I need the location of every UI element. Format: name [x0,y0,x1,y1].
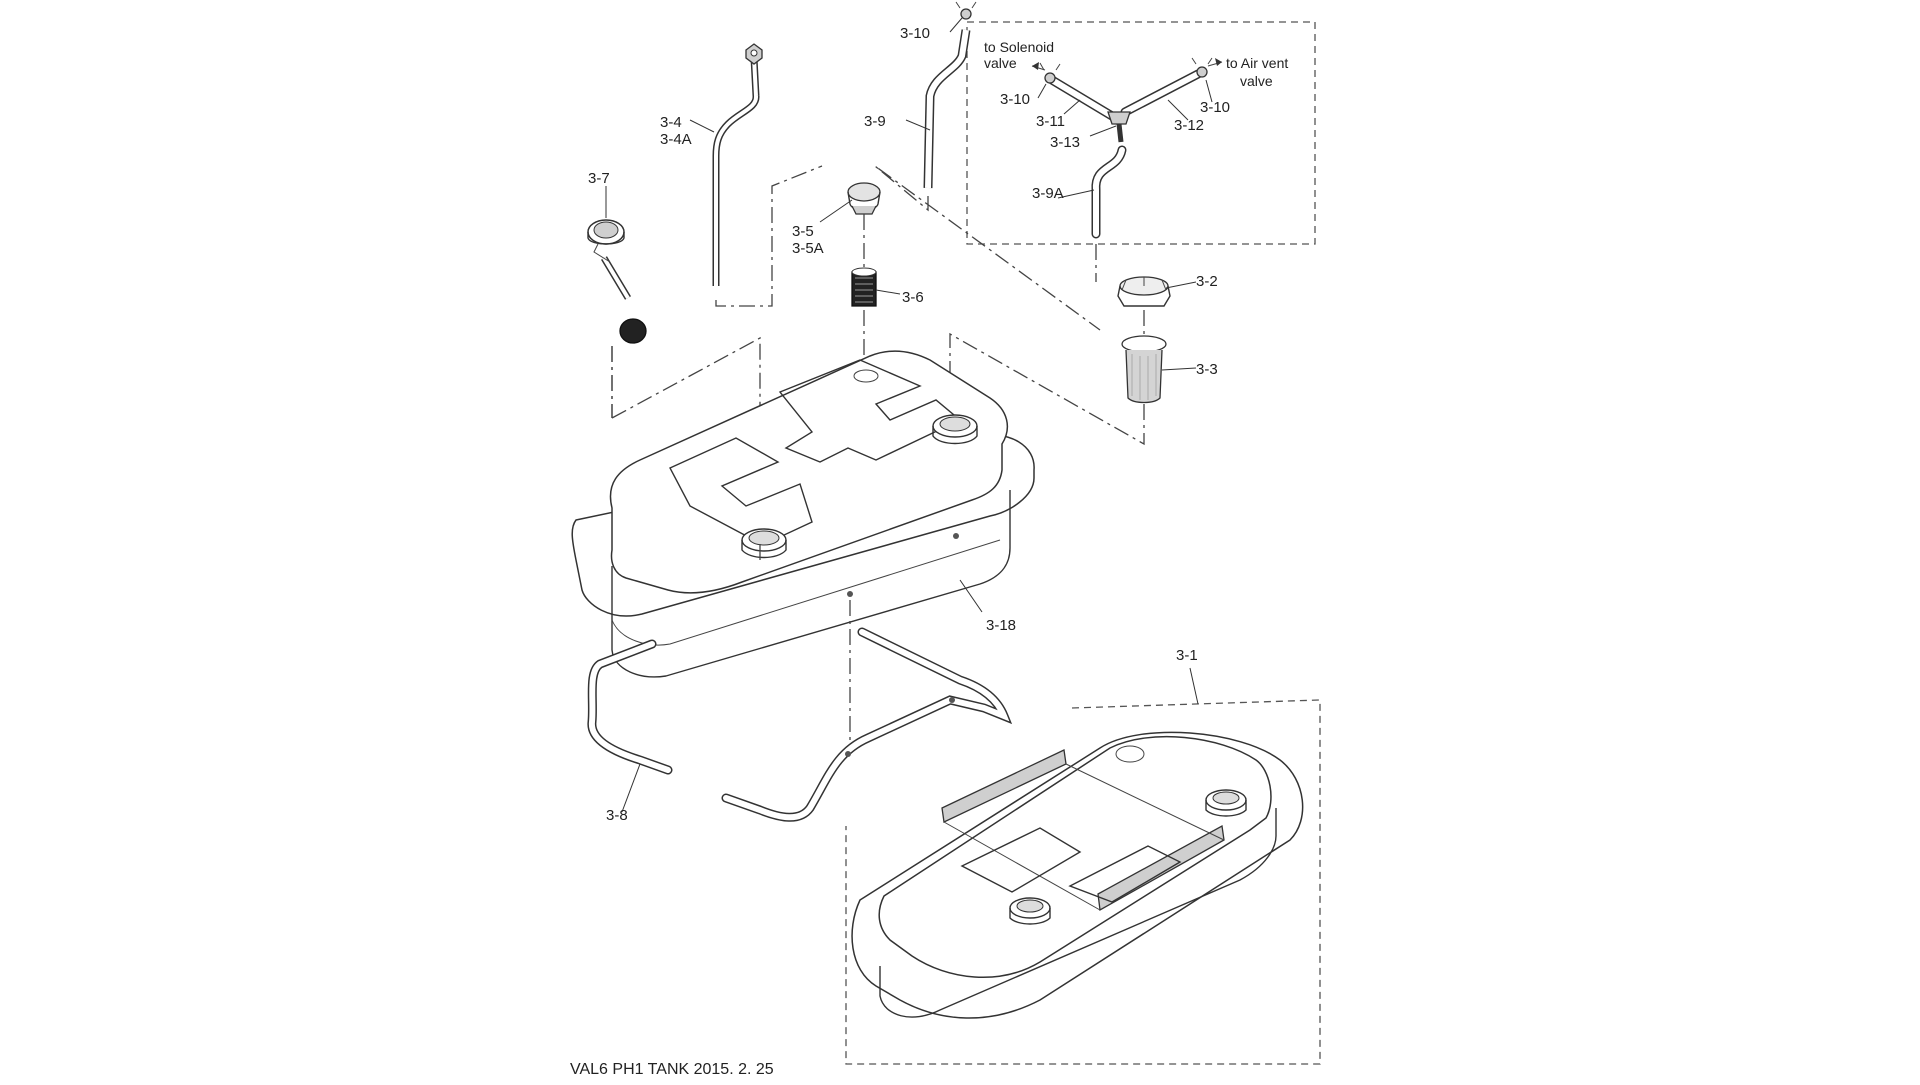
label-3-2: 3-2 [1196,273,1218,290]
label-3-10-top: 3-10 [900,25,930,42]
drawing-caption: VAL6 PH1 TANK 2015. 2. 25 [570,1061,774,1078]
dipstick [712,43,763,286]
leader-lines [605,17,1213,813]
assembly-box [845,699,1321,1065]
note-solenoid-line2: valve [984,55,1017,71]
label-3-5a: 3-5A [792,240,824,257]
routing-notes: to Solenoid valve to Air vent valve [984,39,1288,89]
label-3-4a: 3-4A [660,131,692,148]
fuel-gauge [587,219,647,344]
note-solenoid-line1: to Solenoid [984,39,1054,55]
label-3-1: 3-1 [1176,647,1198,664]
filler-strainer [1121,335,1167,404]
label-3-10-right: 3-10 [1200,99,1230,116]
label-3-9: 3-9 [864,113,886,130]
breather-cap [847,182,881,215]
label-3-10-left: 3-10 [1000,91,1030,108]
label-3-8: 3-8 [606,807,628,824]
label-3-12: 3-12 [1174,117,1204,134]
label-3-3: 3-3 [1196,361,1218,378]
fuel-tank [571,350,1035,678]
filler-cap [1117,276,1171,307]
hose-clamp-top [960,8,972,20]
return-hose [923,1,977,189]
filler-neck-right [932,414,978,445]
gauge-opening [853,369,879,383]
note-airvent-line1: to Air vent [1226,55,1288,71]
hose-clamp-left [1039,62,1061,84]
filler-neck-left [741,528,787,559]
label-3-13: 3-13 [1050,134,1080,151]
label-3-4: 3-4 [660,114,682,131]
label-3-18: 3-18 [986,617,1016,634]
part-labels: 3-4 3-4A 3-7 3-5 3-5A 3-6 3-9 3-10 3-10 … [588,25,1230,824]
hose-clamp-right [1191,57,1213,78]
tank-assembly [851,731,1304,1019]
label-3-9a: 3-9A [1032,185,1064,202]
tee-fitting [1107,111,1131,125]
assembly-filler-left [1009,897,1051,925]
label-3-7: 3-7 [588,170,610,187]
tank-frame [587,627,1013,822]
label-3-11: 3-11 [1036,113,1065,130]
assembly-filler-right [1205,789,1247,817]
label-3-6: 3-6 [902,289,924,306]
note-airvent-line2: valve [1240,73,1273,89]
hose-assembly [1031,57,1223,239]
fuel-strainer [851,267,877,307]
hose-detail-box [966,21,1316,245]
label-3-5: 3-5 [792,223,814,240]
